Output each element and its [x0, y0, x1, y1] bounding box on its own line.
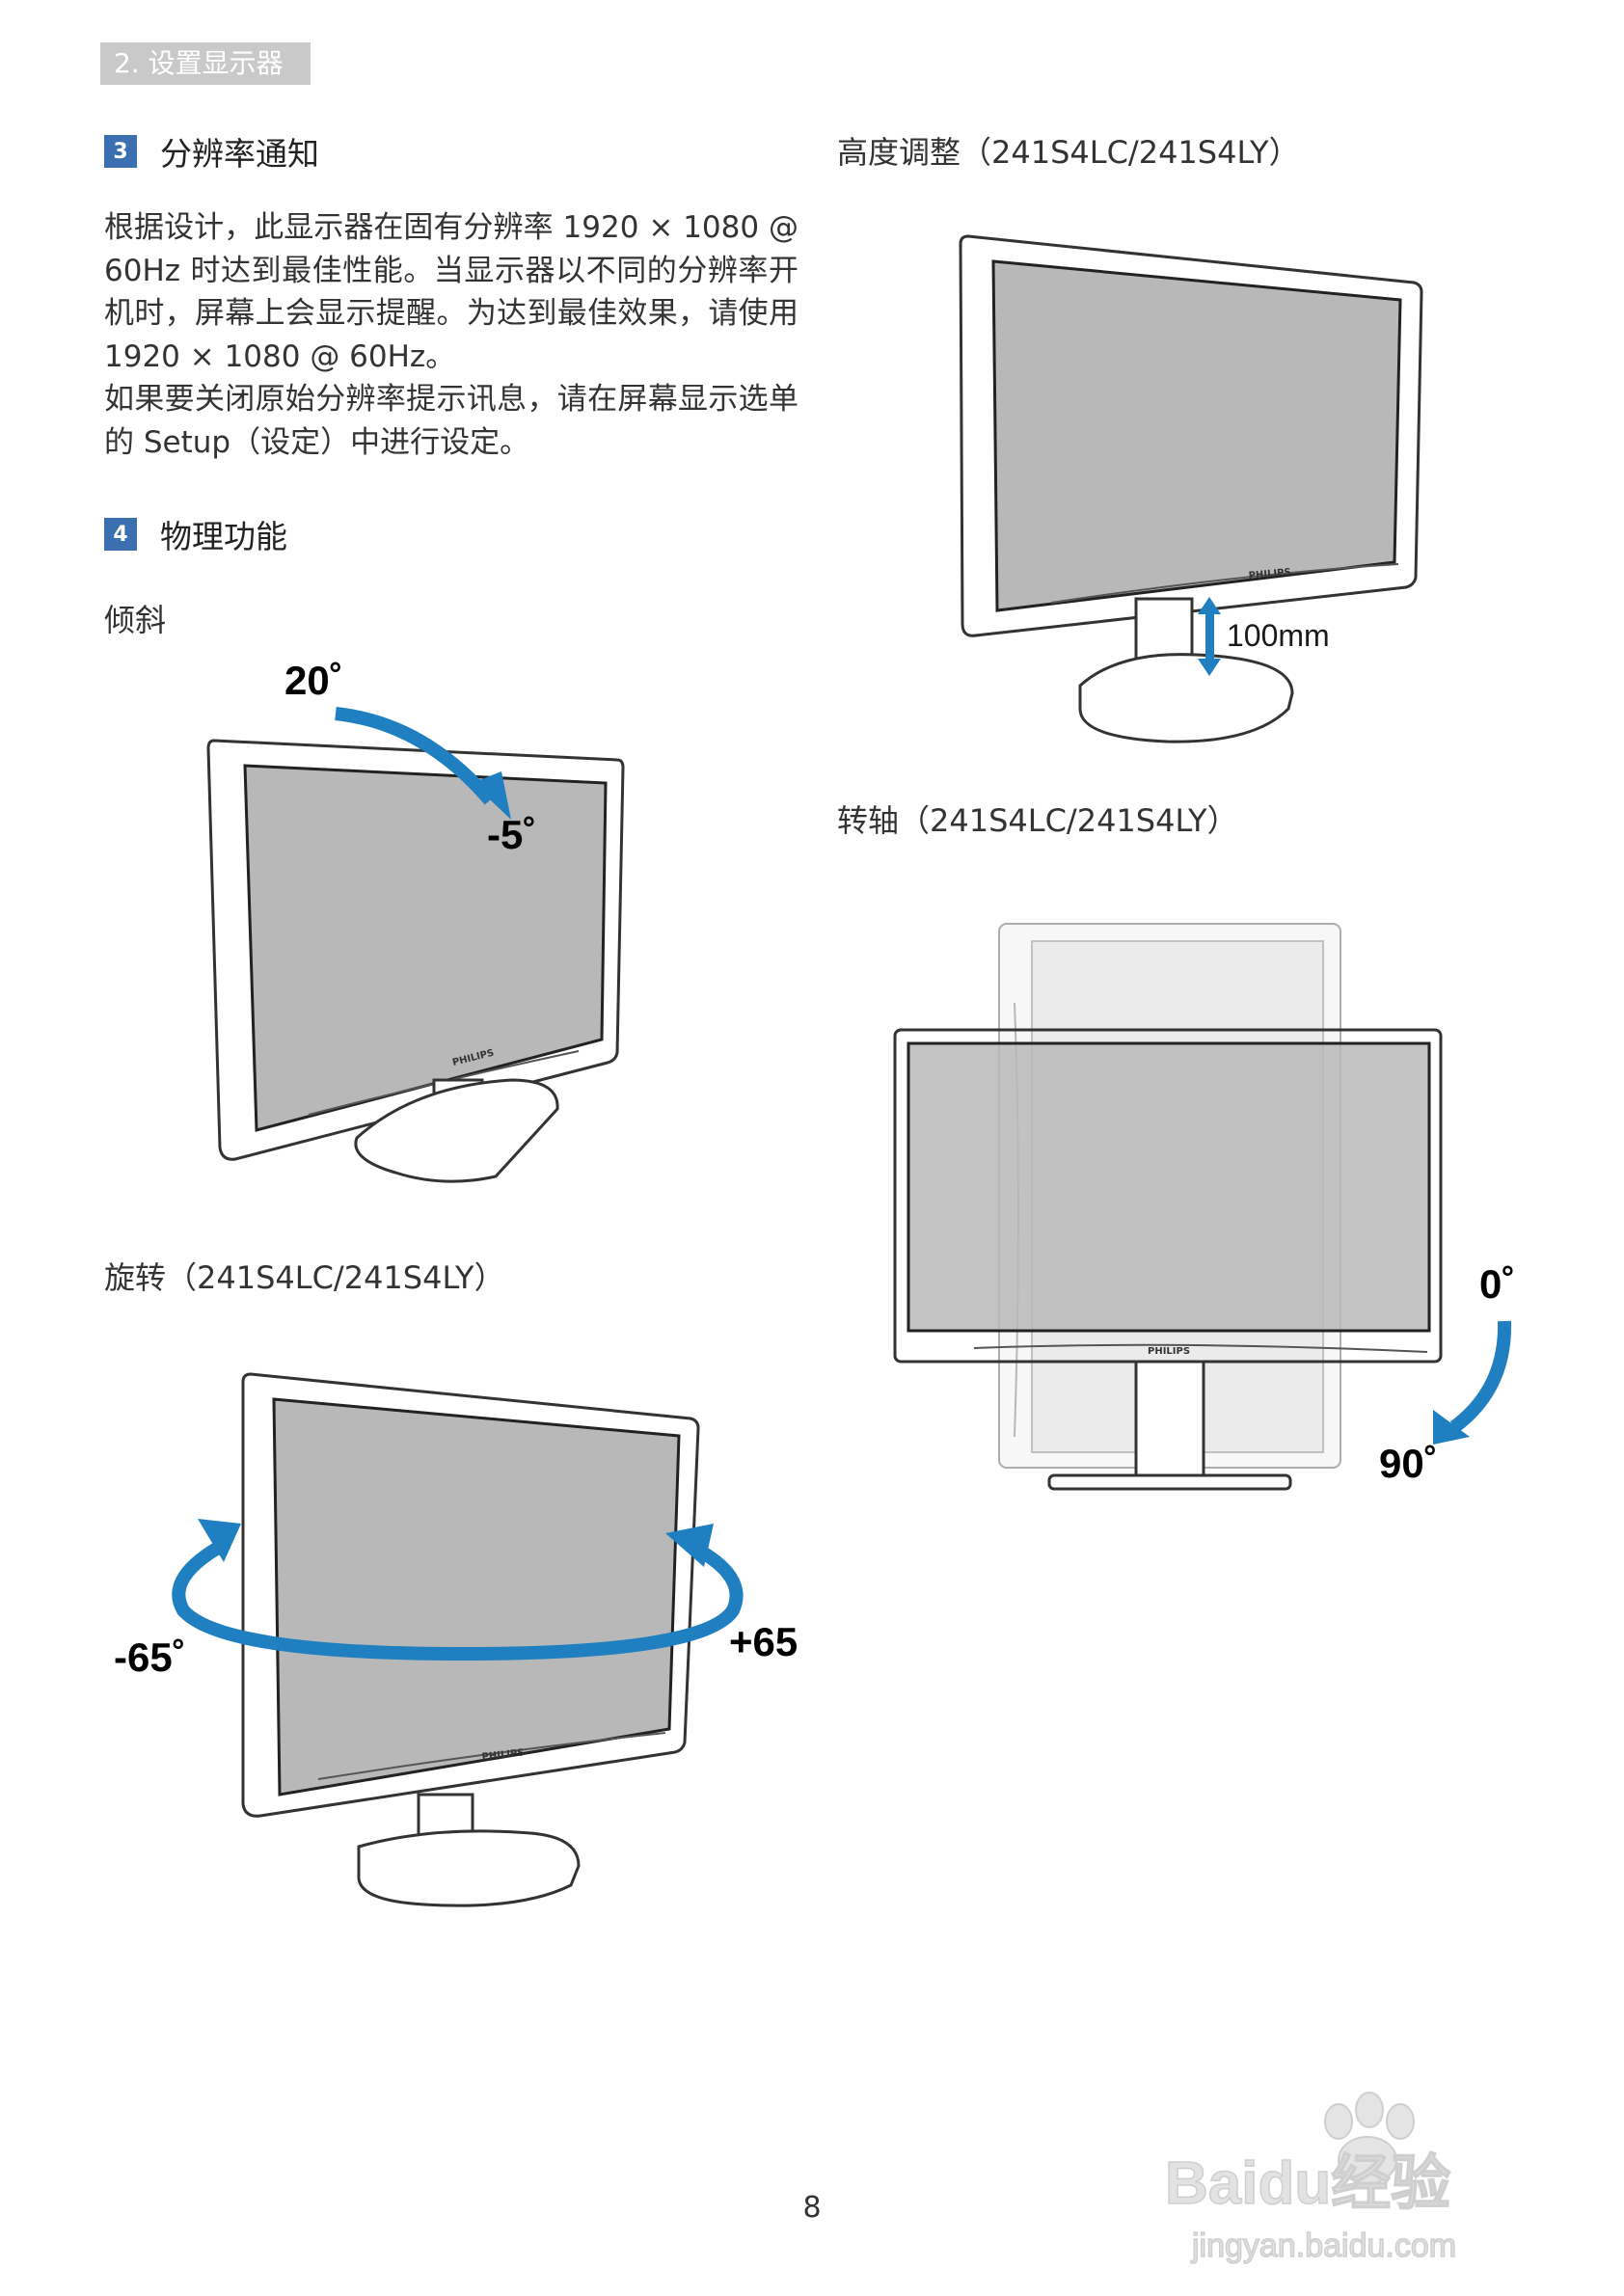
pivot-caption: 转轴（241S4LC/241S4LY）: [837, 802, 1238, 839]
swivel-left-label: -65˚: [114, 1634, 186, 1680]
height-label: 100mm: [1227, 618, 1330, 653]
pivot-illustration: PHILIPS 0˚ 90˚: [893, 923, 1515, 1491]
notice-paragraph-2: 如果要关闭原始分辨率提示讯息，请在屏幕显示选单的 Setup（设定）中进行设定。: [104, 382, 798, 460]
tilt-monitor: PHILIPS: [206, 739, 625, 1183]
chapter-tab: 2. 设置显示器: [100, 42, 311, 85]
pivot-end-label: 90˚: [1379, 1441, 1438, 1486]
height-caption: 高度调整（241S4LC/241S4LY）: [837, 134, 1300, 171]
pivot-landscape-monitor: PHILIPS: [893, 1028, 1443, 1491]
section-4-heading: 4 物理功能: [104, 511, 287, 557]
tilt-down-label: -5˚: [487, 812, 536, 857]
height-illustration: PHILIPS 100mm: [959, 234, 1423, 743]
tilt-caption: 倾斜: [104, 602, 167, 638]
swivel-illustration: PHILIPS -65˚ +65: [114, 1372, 798, 1907]
notice-paragraph-1: 根据设计，此显示器在固有分辨率 1920 × 1080 @ 60Hz 时达到最佳…: [104, 210, 798, 374]
pivot-brand-text: PHILIPS: [1148, 1346, 1190, 1357]
height-monitor: PHILIPS: [959, 234, 1423, 743]
paw-icon: [1324, 2092, 1415, 2184]
resolution-notice-text: 根据设计，此显示器在固有分辨率 1920 × 1080 @ 60Hz 时达到最佳…: [104, 206, 798, 464]
section-3-heading: 3 分辨率通知: [104, 128, 319, 175]
watermark-url: jingyan.baidu.com: [1191, 2228, 1456, 2264]
watermark-brand: Baidu经验: [1165, 2150, 1450, 2217]
swivel-monitor: PHILIPS: [241, 1372, 700, 1907]
section-3-title: 分辨率通知: [160, 135, 319, 173]
section-4-title: 物理功能: [160, 518, 287, 555]
tilt-up-label: 20˚: [284, 658, 343, 703]
height-arrow: [1198, 597, 1221, 676]
tilt-illustration: PHILIPS 20˚ -5˚: [206, 658, 625, 1183]
baidu-watermark: Baidu经验 jingyan.baidu.com: [1164, 2092, 1457, 2265]
swivel-caption: 旋转（241S4LC/241S4LY）: [104, 1259, 505, 1296]
swivel-right-label: +65: [729, 1619, 798, 1664]
section-3-number: 3: [104, 135, 137, 168]
section-4-number: 4: [104, 518, 137, 551]
height-brand-text: PHILIPS: [1248, 567, 1291, 581]
page-number: 8: [802, 2191, 822, 2225]
swivel-brand-text: PHILIPS: [481, 1747, 525, 1763]
pivot-start-label: 0˚: [1479, 1261, 1515, 1307]
